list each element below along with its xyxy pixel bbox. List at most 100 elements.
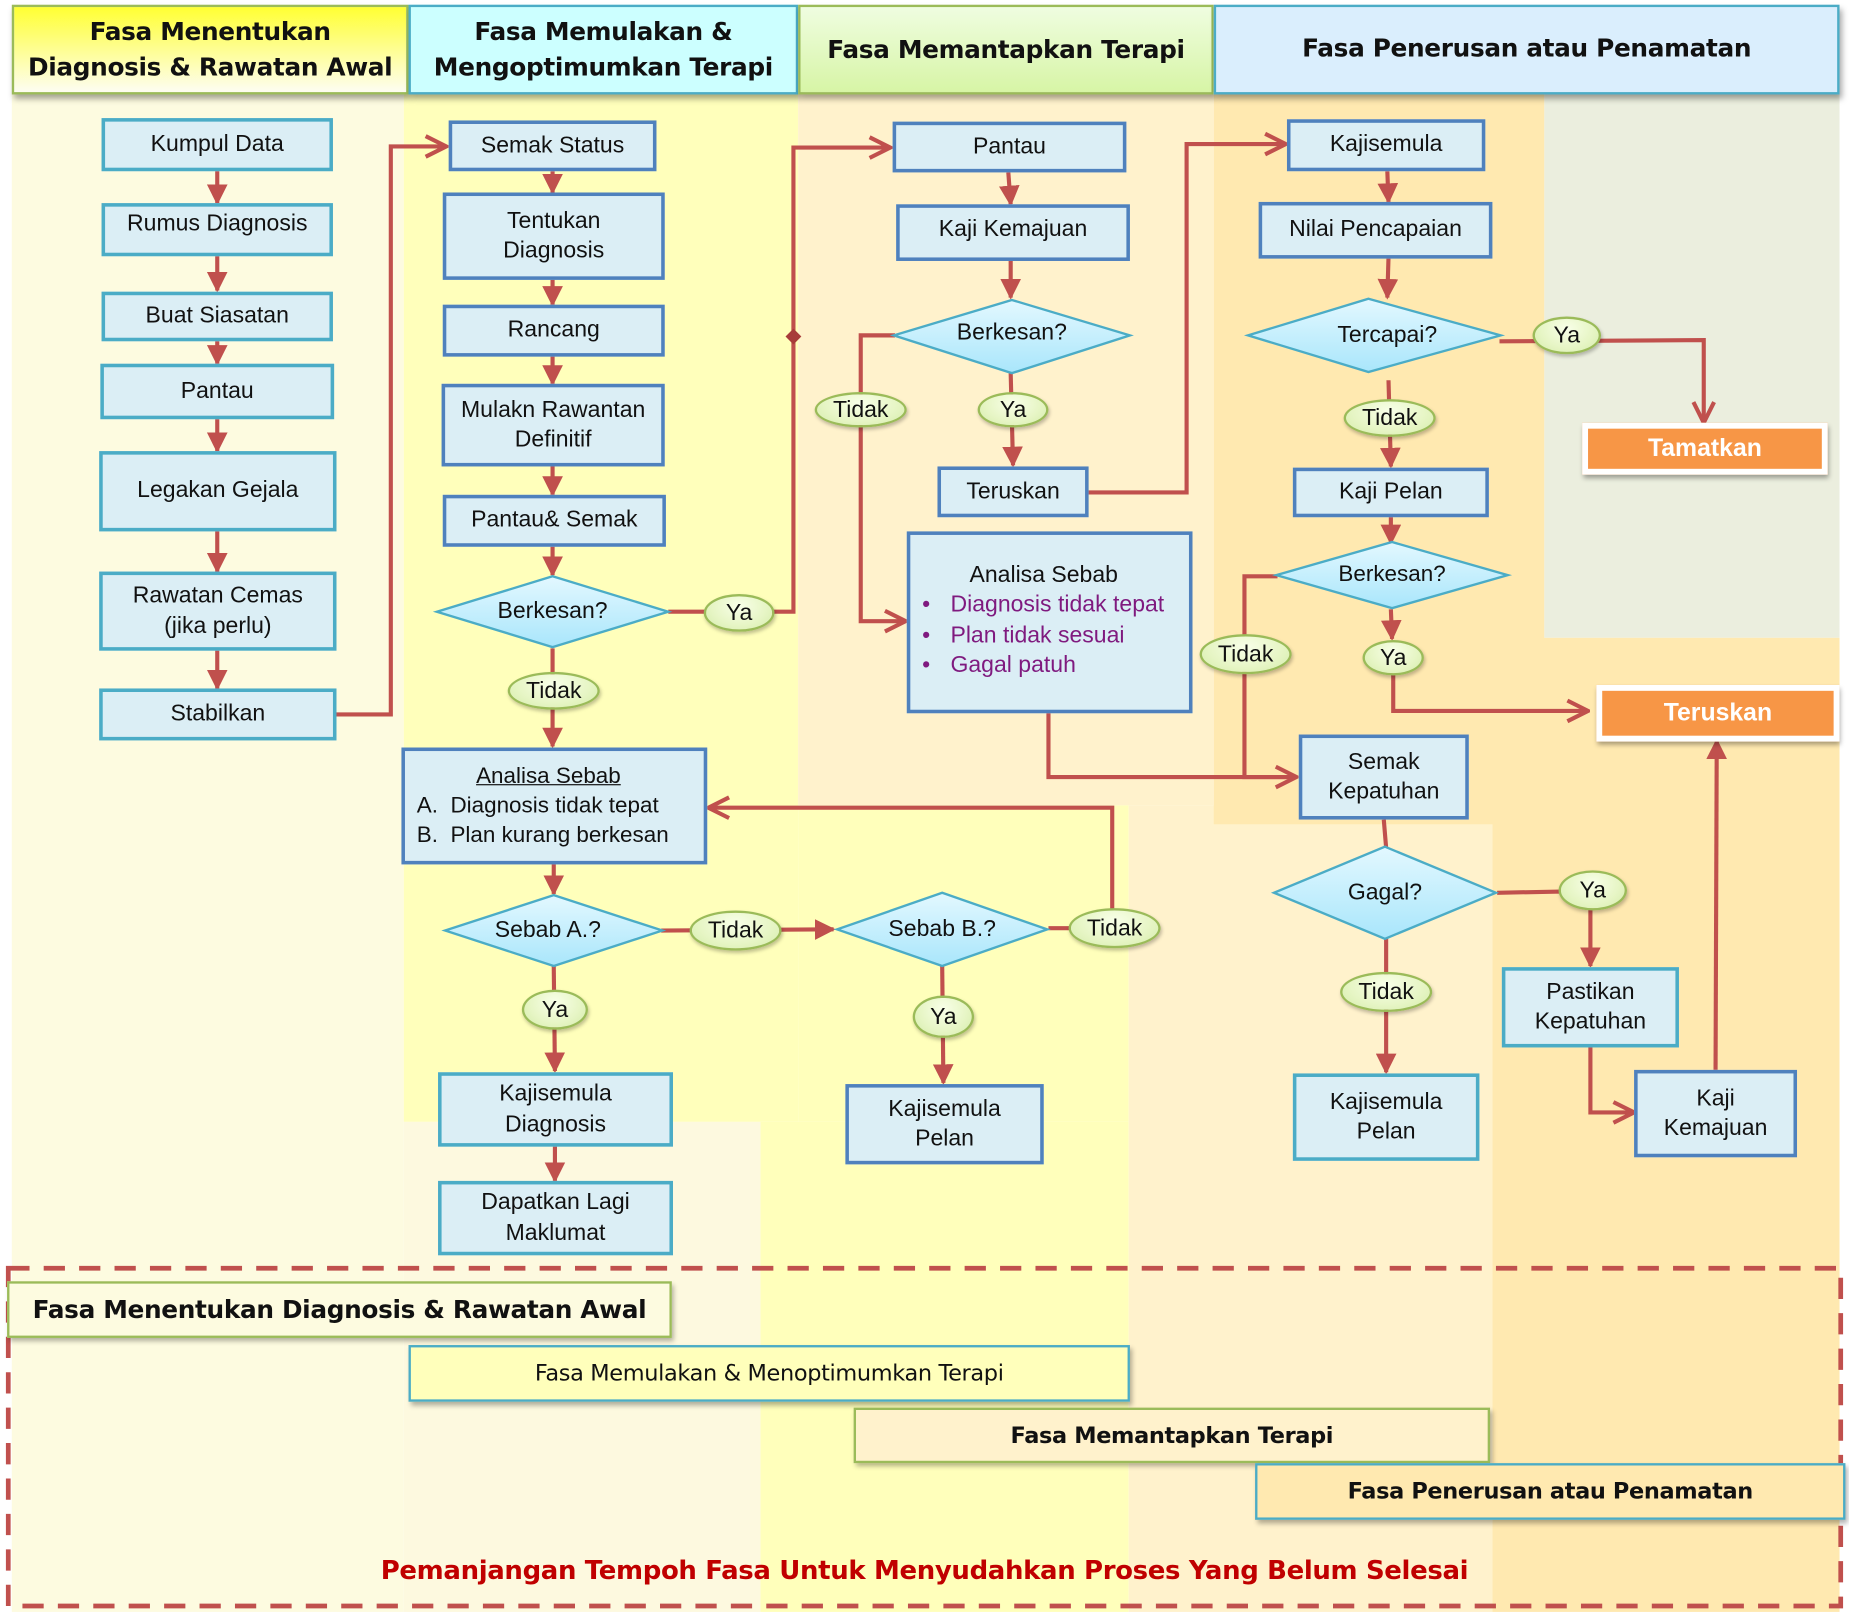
- step-kaji-kemajuan-p4[interactable]: Kaji Kemajuan: [1634, 1069, 1798, 1158]
- step-label: Semak Status: [480, 132, 625, 159]
- legend-bar-stabilise: Fasa Memantapkan Terapi: [853, 1407, 1491, 1464]
- step-label: Kajisemula Pelan: [888, 1095, 1001, 1152]
- step-stabilkan[interactable]: Stabilkan: [99, 688, 337, 741]
- step-nilai-pencapaian[interactable]: Nilai Pencapaian: [1258, 201, 1493, 259]
- step-label: Rumus Diagnosis: [127, 210, 308, 237]
- diamond-shape: [1243, 297, 1506, 374]
- step-label: Pantau: [180, 377, 254, 404]
- step-legakan-gejala[interactable]: Legakan Gejala: [99, 451, 337, 532]
- step-label: Rawatan Cemas (jika perlu): [132, 582, 303, 639]
- diamond-shape: [833, 891, 1051, 968]
- step-teruskan-p3[interactable]: Teruskan: [937, 466, 1089, 518]
- decision-berkesan-p3[interactable]: Berkesan?: [889, 298, 1134, 375]
- step-label: Kaji Kemajuan: [1663, 1084, 1768, 1141]
- analysis-box-p3[interactable]: Analisa Sebab Diagnosis tidak tepat Plan…: [906, 531, 1193, 714]
- decision-label: Tercapai?: [1337, 321, 1438, 348]
- step-semak-kepatuhan[interactable]: Semak Kepatuhan: [1298, 734, 1469, 820]
- diamond-shape: [1272, 540, 1513, 610]
- step-label: Nilai Pencapaian: [1289, 216, 1462, 243]
- analysis-item: Plan tidak sesuai: [915, 621, 1164, 651]
- step-rancang[interactable]: Rancang: [442, 304, 665, 357]
- step-kajisemula-p4[interactable]: Kajisemula: [1286, 119, 1486, 172]
- step-label: Buat Siasatan: [145, 302, 289, 329]
- label-tidak-p2: Tidak: [507, 671, 600, 710]
- step-label: Kumpul Data: [150, 130, 284, 157]
- diamond-shape: [432, 575, 673, 649]
- decision-gagal[interactable]: Gagal?: [1270, 845, 1500, 941]
- terminal-teruskan[interactable]: Teruskan: [1596, 684, 1840, 742]
- step-label: Teruskan: [966, 478, 1060, 505]
- phase-header-continue-terminate: Fasa Penerusan atau Penamatan: [1213, 4, 1840, 95]
- terminal-tamatkan[interactable]: Tamatkan: [1582, 422, 1828, 475]
- terminal-label: Tamatkan: [1647, 434, 1762, 462]
- label-tidak-sebab-a: Tidak: [689, 910, 782, 951]
- decision-label: Gagal?: [1347, 879, 1423, 906]
- diamond-shape: [1270, 845, 1500, 941]
- step-kajisemula-pelan-p4[interactable]: Kajisemula Pelan: [1292, 1073, 1480, 1161]
- step-mulakan-rawatan-definitif[interactable]: Mulakn Rawantan Definitif: [441, 383, 665, 467]
- diamond-shape: [441, 893, 667, 968]
- step-kaji-kemajuan-p3[interactable]: Kaji Kemajuan: [896, 204, 1130, 261]
- terminal-label: Teruskan: [1663, 699, 1773, 727]
- step-tentukan-diagnosis[interactable]: Tentukan Diagnosis: [442, 192, 665, 280]
- label-ya-sebab-b: Ya: [912, 995, 975, 1039]
- step-label: Pantau: [973, 133, 1046, 160]
- phase-extension-note: Pemanjangan Tempoh Fasa Untuk Menyudahka…: [380, 1556, 1469, 1586]
- step-rumus-diagnosis[interactable]: Rumus Diagnosis: [101, 203, 333, 257]
- decision-berkesan-p4[interactable]: Berkesan?: [1272, 540, 1513, 610]
- step-label: Kaji Kemajuan: [938, 216, 1088, 243]
- analysis-item-a: A. Diagnosis tidak tepat: [416, 793, 659, 819]
- label-ya-sebab-a: Ya: [521, 989, 588, 1030]
- step-buat-siasatan[interactable]: Buat Siasatan: [101, 291, 333, 342]
- step-label: Tentukan Diagnosis: [503, 207, 605, 264]
- label-tidak-sebab-b: Tidak: [1068, 908, 1161, 949]
- label-ya-gagal: Ya: [1558, 870, 1628, 911]
- phase-header-optimise: Fasa Memulakan & Mengoptimumkan Terapi: [408, 4, 799, 95]
- legend-bar-diagnosis: Fasa Menentukan Diagnosis & Rawatan Awal: [7, 1281, 672, 1338]
- lane-phase-4-end: [1544, 94, 1840, 638]
- label-ya-p3: Ya: [977, 392, 1049, 428]
- diamond-shape: [889, 298, 1134, 375]
- analysis-box-p2[interactable]: Analisa Sebab A. Diagnosis tidak tepat B…: [401, 747, 708, 865]
- label-ya-tercapai: Ya: [1532, 316, 1602, 355]
- decision-label: Berkesan?: [956, 319, 1067, 346]
- label-tidak-berkesan-p4: Tidak: [1199, 634, 1292, 675]
- step-pantau-p1[interactable]: Pantau: [100, 363, 335, 420]
- step-semak-status[interactable]: Semak Status: [448, 120, 657, 172]
- step-rawatan-cemas[interactable]: Rawatan Cemas (jika perlu): [99, 571, 337, 651]
- decision-berkesan-p2[interactable]: Berkesan?: [432, 575, 673, 649]
- step-label: Kajisemula: [1329, 131, 1443, 158]
- decision-tercapai[interactable]: Tercapai?: [1243, 297, 1506, 374]
- step-label: Dapatkan Lagi Maklumat: [481, 1189, 630, 1246]
- phase-header-diagnosis: Fasa Menentukan Diagnosis & Rawatan Awal: [11, 4, 409, 95]
- step-label: Pantau& Semak: [471, 506, 638, 533]
- step-label: Semak Kepatuhan: [1328, 748, 1440, 805]
- decision-label: Berkesan?: [1338, 562, 1446, 587]
- step-kaji-pelan[interactable]: Kaji Pelan: [1292, 467, 1489, 518]
- decision-label: Sebab B.?: [888, 915, 996, 942]
- step-kumpul-data[interactable]: Kumpul Data: [101, 118, 333, 172]
- step-pantau-semak[interactable]: Pantau& Semak: [442, 494, 666, 547]
- step-label: Kajisemula Diagnosis: [499, 1080, 612, 1137]
- decision-label: Berkesan?: [497, 598, 608, 625]
- analysis-item: Diagnosis tidak tepat: [915, 591, 1164, 621]
- decision-sebab-b[interactable]: Sebab B.?: [833, 891, 1051, 968]
- decision-sebab-a[interactable]: Sebab A.?: [441, 893, 667, 968]
- legend-bar-optimise: Fasa Memulakan & Menoptimumkan Terapi: [408, 1345, 1130, 1402]
- analysis-list: Diagnosis tidak tepat Plan tidak sesuai …: [915, 591, 1164, 681]
- step-label: Rancang: [507, 316, 600, 343]
- phase-header-stabilise: Fasa Memantapkan Terapi: [798, 4, 1214, 95]
- step-label: Mulakn Rawantan Definitif: [461, 396, 646, 453]
- step-label: Kaji Pelan: [1339, 478, 1443, 505]
- step-dapatkan-lagi-maklumat[interactable]: Dapatkan Lagi Maklumat: [438, 1180, 673, 1256]
- decision-label: Sebab A.?: [494, 916, 601, 943]
- step-kajisemula-pelan-p2[interactable]: Kajisemula Pelan: [845, 1084, 1044, 1165]
- step-label: Pastikan Kepatuhan: [1534, 978, 1647, 1035]
- step-pastikan-kepatuhan[interactable]: Pastikan Kepatuhan: [1501, 967, 1679, 1048]
- step-pantau-p3[interactable]: Pantau: [892, 121, 1127, 173]
- label-ya-p2: Ya: [703, 593, 775, 632]
- step-kajisemula-diagnosis[interactable]: Kajisemula Diagnosis: [438, 1072, 673, 1147]
- label-tidak-gagal: Tidak: [1340, 971, 1433, 1013]
- analysis-title: Analisa Sebab: [969, 562, 1118, 589]
